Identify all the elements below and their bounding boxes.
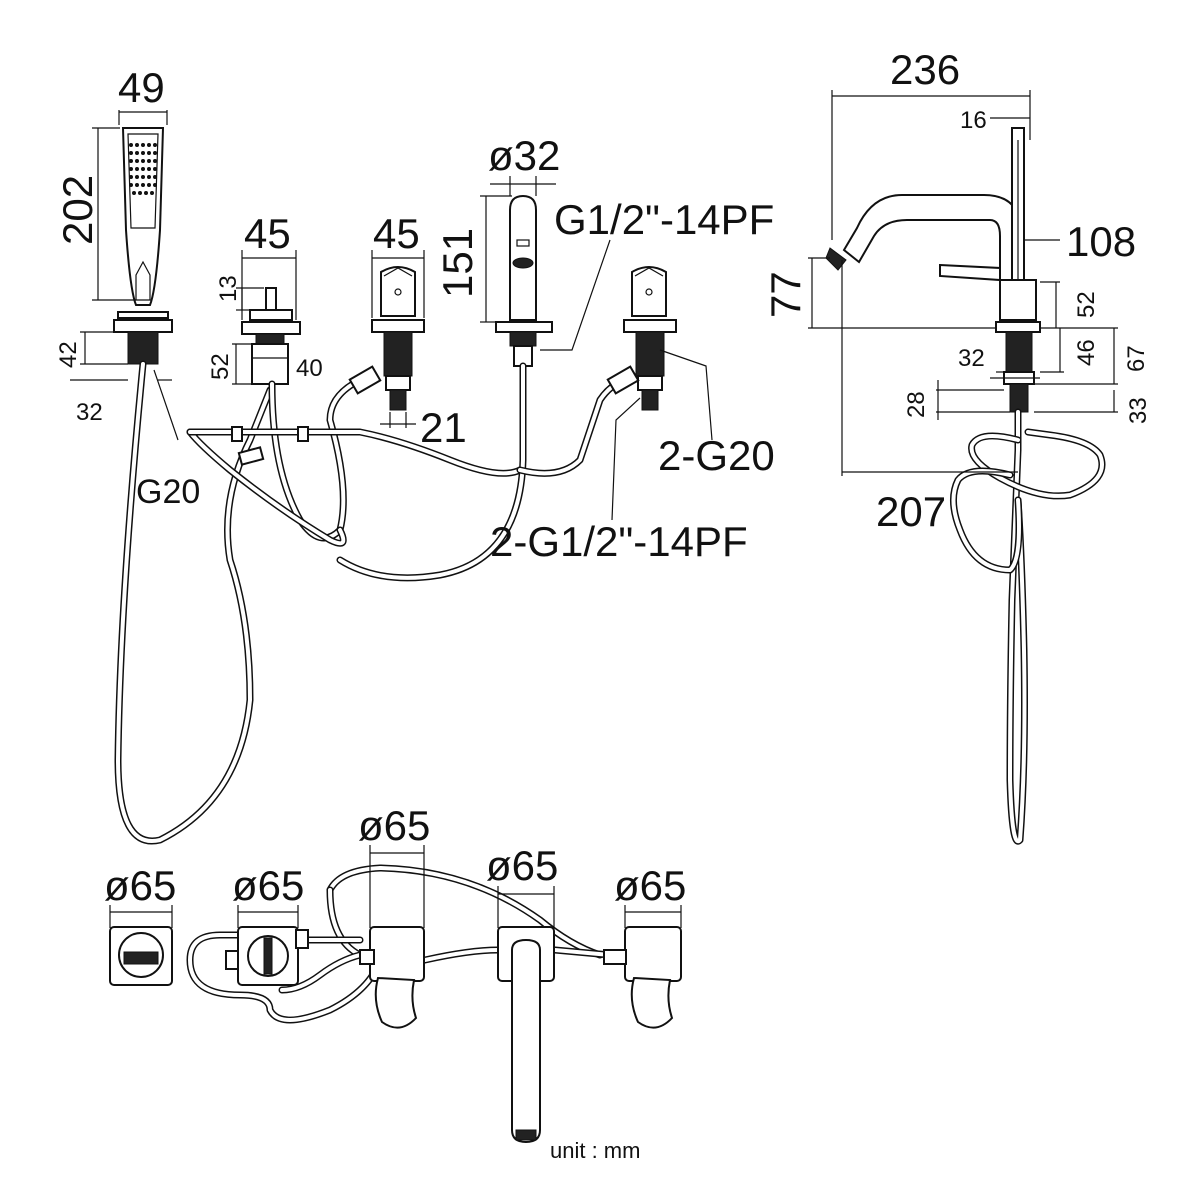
dim-spout-diameter: ø32 (488, 132, 560, 179)
unit-label: unit : mm (550, 1138, 640, 1163)
dim-handshower-thread-width: 32 (76, 399, 103, 426)
dim-side-nut-width: 33 (1125, 397, 1152, 424)
side-view (825, 127, 1106, 845)
hand-shower (113, 127, 173, 365)
label-handshower-connection: G20 (136, 473, 200, 511)
dim-valve-thread-width: 21 (420, 404, 467, 451)
dim-plan-diameter-5: ø65 (614, 862, 686, 909)
dim-plan-diameter-3: ø65 (358, 802, 430, 849)
hoses-front (114, 360, 640, 845)
dim-side-thread-width: 32 (958, 345, 985, 372)
dim-diverter-body-height: 52 (207, 353, 234, 380)
dim-side-body-height: 52 (1073, 291, 1100, 318)
spout-body (495, 194, 553, 367)
diverter (241, 287, 301, 385)
dim-side-handle-width: 16 (960, 107, 987, 134)
dim-handshower-width: 49 (118, 64, 165, 111)
dim-diverter-stem-height: 13 (215, 275, 242, 302)
dim-plan-diameter-2: ø65 (232, 862, 304, 909)
dim-diverter-body-width: 40 (296, 355, 323, 382)
dim-side-total-below: 67 (1123, 345, 1150, 372)
dim-diverter-width: 45 (244, 210, 291, 257)
dim-side-spout-offset: 108 (1066, 218, 1136, 265)
dim-spout-height: 151 (434, 228, 481, 298)
dim-handshower-height: 202 (54, 175, 101, 245)
hot-valve (371, 266, 425, 411)
dim-plan-diameter-1: ø65 (104, 862, 176, 909)
dimension-labels: 49 202 42 32 G20 45 13 52 40 45 21 ø32 1… (54, 46, 1152, 1163)
dim-side-outlet-height: 77 (762, 271, 809, 318)
dim-side-nut-height: 28 (903, 391, 930, 418)
label-spout-thread: G1/2"-14PF (554, 196, 774, 243)
dim-side-reach: 207 (876, 488, 946, 535)
dim-side-thread-height: 46 (1073, 339, 1100, 366)
plan-view (109, 864, 682, 1144)
dim-valve-width: 45 (373, 210, 420, 257)
dim-plan-diameter-4: ø65 (486, 842, 558, 889)
cold-valve (623, 266, 677, 411)
dimension-lines (70, 90, 1118, 928)
dim-handshower-base-height: 42 (55, 341, 82, 368)
label-valve-connection: 2-G20 (658, 432, 775, 479)
label-valve-thread: 2-G1/2"-14PF (490, 518, 748, 565)
dim-side-total-width: 236 (890, 46, 960, 93)
